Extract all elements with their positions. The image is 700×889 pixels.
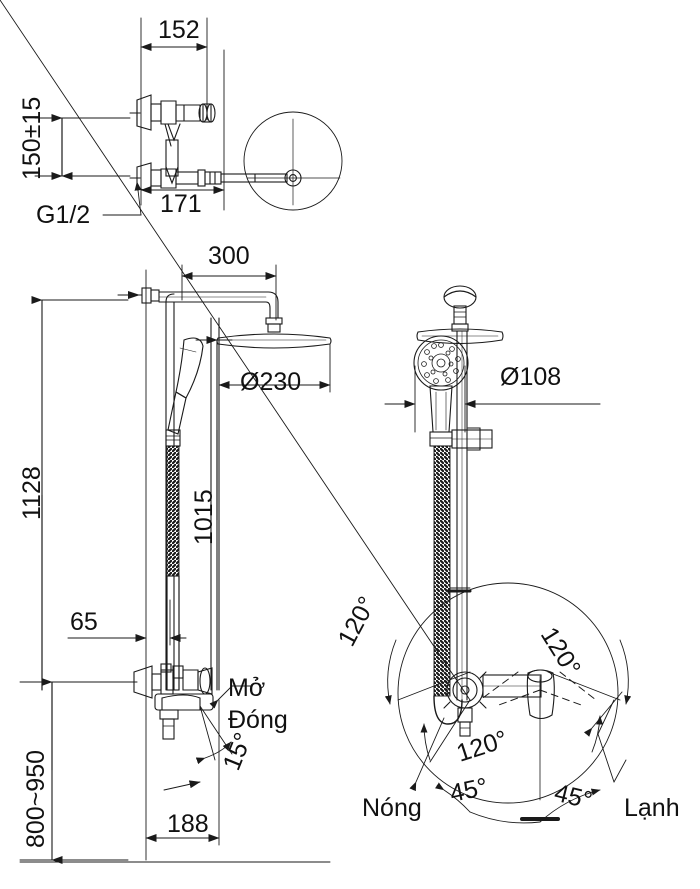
callout-angle-120-left-label: 120° [333, 592, 382, 651]
callout-cold-label: Lạnh [624, 794, 680, 822]
dim-300-label: 300 [208, 242, 250, 270]
callout-angle-45-right-label: 45° [552, 779, 595, 815]
callout-g12-label: G1/2 [36, 201, 90, 229]
dim-d108-label: Ø108 [500, 363, 561, 391]
lower-outlet-fitting [129, 162, 302, 193]
dim-150pm15-label: 150±15 [18, 97, 46, 180]
dim-1015-label: 1015 [190, 489, 218, 545]
callout-hot-label: Nóng [362, 794, 422, 822]
dim-152-label: 152 [158, 16, 200, 44]
upper-inlet-fitting [129, 94, 216, 147]
shower-head-side [416, 285, 504, 345]
top-inlet-connector [117, 287, 160, 304]
dim-188-label: 188 [167, 810, 209, 838]
callout-open-label: Mở [228, 674, 265, 702]
callout-close-label: Đóng [228, 706, 288, 734]
side-elevation-view [0, 0, 632, 824]
callout-angle-45-left-label: 45° [447, 773, 490, 808]
hand-shower-front [165, 337, 204, 447]
callout-angle-120-bottom-label: 120° [453, 725, 511, 768]
dim-65-label: 65 [70, 608, 98, 636]
top-detail-view [34, 17, 343, 216]
dim-d230-label: Ø230 [240, 368, 301, 396]
mixer-valve-front [125, 663, 214, 740]
dim-171-label: 171 [160, 190, 202, 218]
dim-1128-label: 1128 [18, 466, 46, 520]
slide-bracket [451, 427, 493, 451]
dim-800-950-label: 800~950 [22, 750, 50, 848]
callout-angle-120-right-label: 120° [535, 622, 586, 681]
front-elevation-view [19, 264, 332, 864]
callout-angle-15-label: 15° [218, 729, 258, 775]
